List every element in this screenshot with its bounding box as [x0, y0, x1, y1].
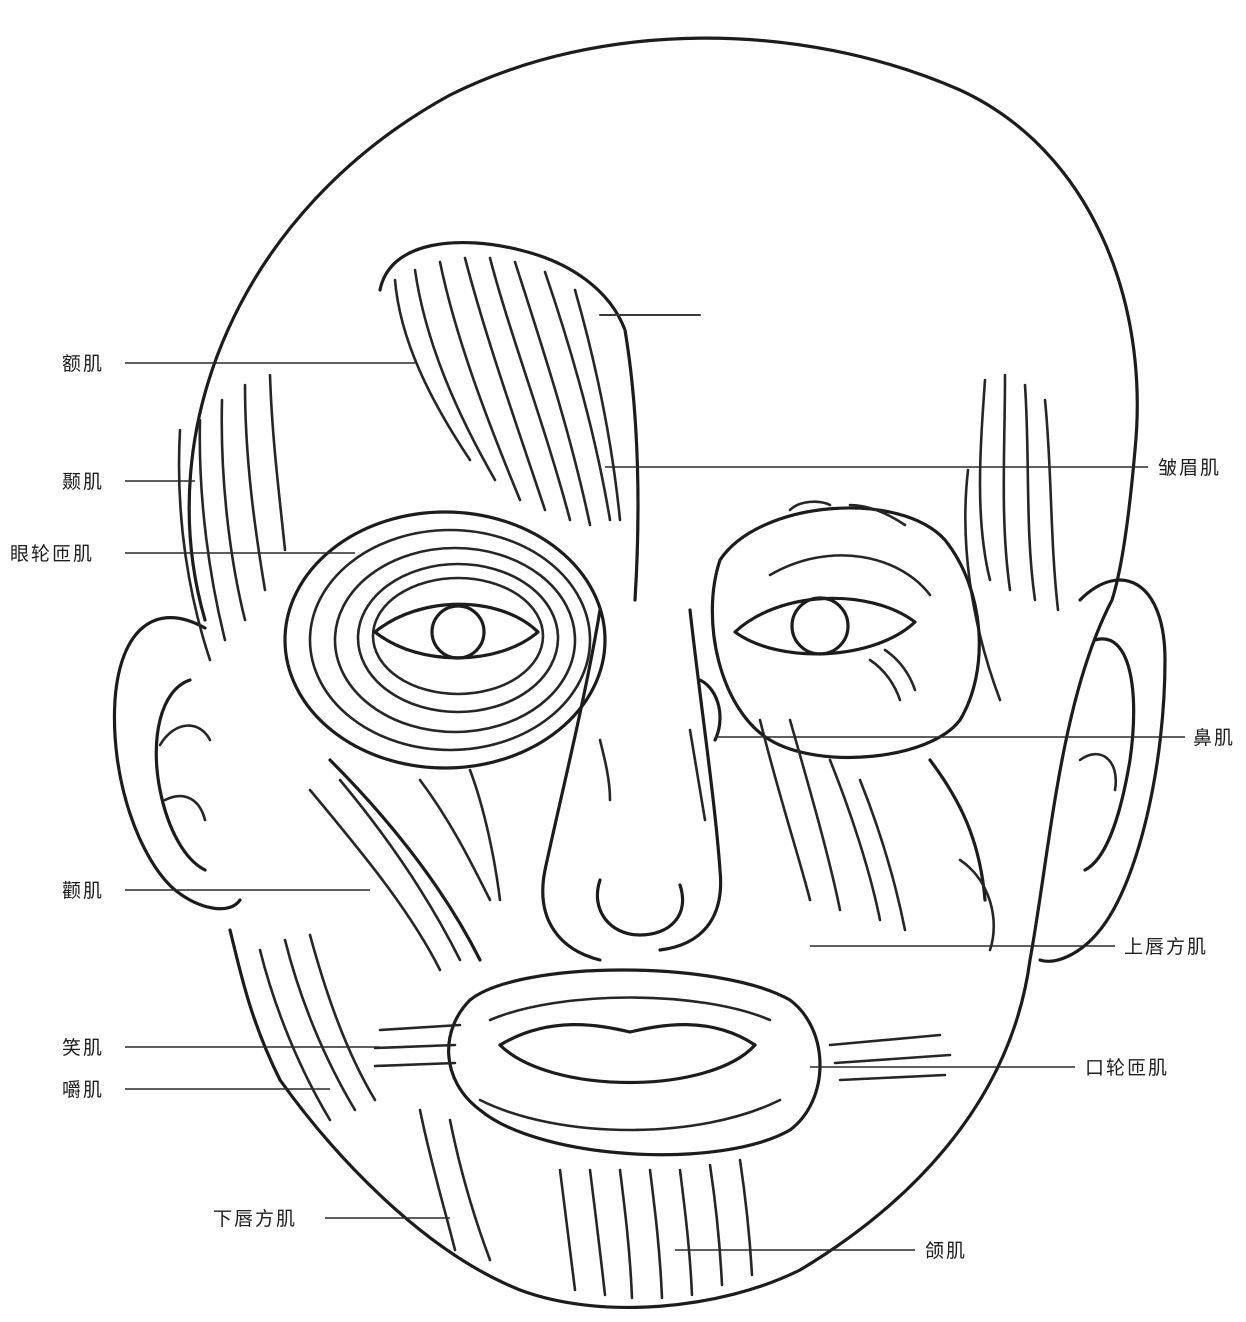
right-iris	[792, 598, 848, 654]
label-orbicularis-oris: 口轮匝肌	[1085, 1057, 1169, 1079]
label-corrugator: 皱眉肌	[1158, 457, 1221, 479]
label-temporalis: 颞肌	[62, 471, 104, 493]
left-eye	[375, 604, 538, 658]
label-quadratus-labii-superioris: 上唇方肌	[1124, 936, 1208, 958]
label-nasalis: 鼻肌	[1193, 727, 1235, 749]
right-eye	[735, 598, 915, 654]
label-frontalis: 额肌	[62, 353, 104, 375]
label-orbicularis-oculi: 眼轮匝肌	[10, 543, 94, 565]
left-temporalis	[179, 375, 285, 660]
left-ear-inner	[156, 680, 205, 870]
leader-lines	[125, 363, 1185, 1250]
label-depressor-labii-inferioris: 下唇方肌	[213, 1208, 297, 1230]
right-eye-region	[712, 502, 979, 758]
left-ear	[114, 618, 240, 909]
label-zygomaticus: 颧肌	[62, 880, 104, 902]
label-mentalis: 颌肌	[925, 1240, 967, 1262]
left-orbicularis-oculi	[285, 512, 605, 768]
nose	[543, 610, 721, 960]
lower-lip	[500, 1045, 755, 1083]
left-iris	[432, 606, 484, 658]
label-masseter: 嚼肌	[62, 1079, 104, 1101]
mouth-region	[375, 970, 950, 1155]
head-outline	[189, 38, 1137, 1307]
chin-muscles	[560, 1160, 752, 1298]
label-risorius: 笑肌	[62, 1037, 104, 1059]
upper-lip	[500, 1025, 755, 1045]
frontalis-muscle	[380, 243, 700, 600]
